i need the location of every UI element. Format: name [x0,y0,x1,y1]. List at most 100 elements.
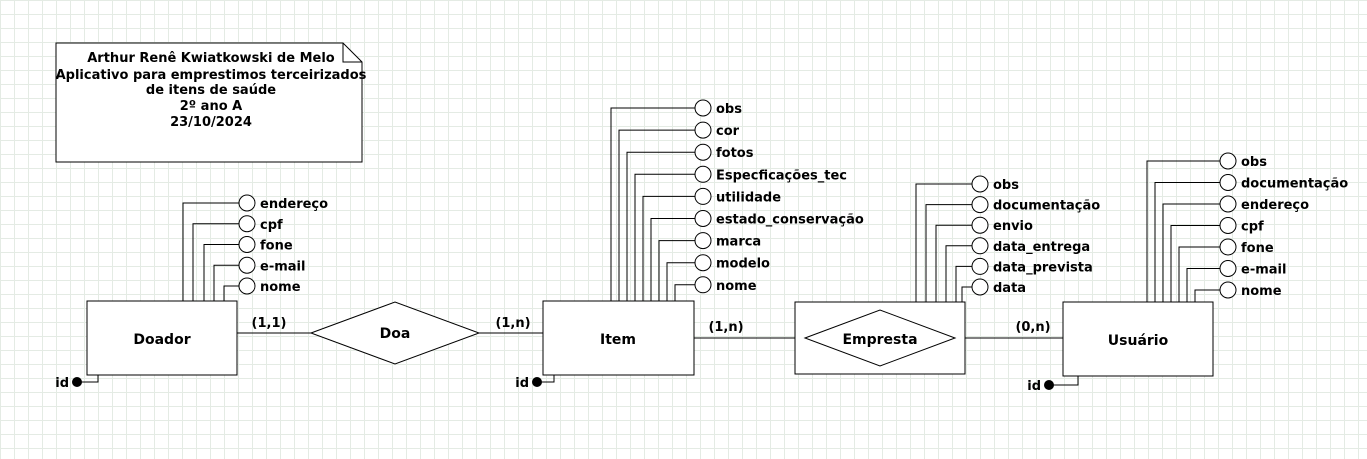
attribute-circle-icon [1219,281,1237,299]
attribute-label: documentação [1241,177,1348,192]
attribute-connector [961,286,972,302]
attribute-circle-icon [971,237,989,255]
attribute-label: obs [993,178,1019,193]
key-doador: id [55,375,99,391]
entity-usuario-label: Usuário [1108,333,1169,349]
attribute-connector [1146,160,1220,302]
attribute-label: documentação [993,199,1100,214]
attribute[interactable]: data_prevista [955,257,1093,302]
attribute-connector [192,223,239,301]
attribute[interactable]: fotos [626,143,754,301]
attribute-label: cpf [260,218,283,233]
attribute-circle-icon [1219,152,1237,170]
relationship-doa[interactable]: Doa [309,301,481,365]
attribute-circle-icon [238,215,256,233]
attribute-connector [1194,289,1220,302]
entity-item-label: Item [600,332,636,348]
attribute[interactable]: Especficações_tec [634,165,847,301]
attribute[interactable]: endereço [182,194,328,301]
key-item: id [515,375,555,391]
attribute[interactable]: marca [658,232,761,301]
attributes-empresta: obs documentação envio data_entregadata_pre… [915,175,1100,302]
attribute-label: fone [260,239,293,254]
attribute-connector [223,285,239,301]
attribute-circle-icon [694,276,712,294]
attribute[interactable]: envio [935,216,1033,302]
attribute-label: modelo [716,257,770,272]
attribute-connector [626,151,695,301]
attribute[interactable]: nome [674,276,757,301]
attribute[interactable]: obs [1146,152,1267,302]
attribute[interactable]: utilidade [642,187,781,301]
attribute-circle-icon [971,196,989,214]
attribute-connector [650,218,695,301]
attribute-connector [658,240,695,301]
attribute-connector [945,245,972,302]
relationship-empresta-label: Empresta [842,332,917,348]
attribute-label: obs [716,102,742,117]
attribute-circle-icon [694,143,712,161]
attribute-label: estado_conservação [716,213,864,228]
attribute-label: data [993,281,1026,296]
attribute-label: e-mail [1241,263,1286,278]
attribute-connector [674,284,695,301]
attribute-circle-icon [238,194,256,212]
attribute-circle-icon [1219,217,1237,234]
attribute-label: nome [260,280,301,295]
card-empresta-usuario: (0,n) [1015,320,1050,335]
attribute-connector [610,107,695,301]
attribute[interactable]: e-mail [1186,260,1286,303]
entity-usuario[interactable]: Usuário [1062,301,1214,377]
attribute-circle-icon [694,254,712,272]
entity-item[interactable]: Item [542,300,695,376]
attribute[interactable]: cpf [192,215,283,301]
attribute-circle-icon [1219,238,1237,256]
attribute-circle-icon [971,278,989,296]
associative-entity-empresta[interactable]: Empresta [794,301,966,375]
attribute-connector [182,202,239,301]
attribute[interactable]: fone [203,236,293,302]
attribute-label: envio [993,219,1033,234]
note[interactable]: Arthur Renê Kwiatkowski de Melo Aplicati… [55,42,367,163]
attribute[interactable]: obs [610,99,742,301]
attribute[interactable]: documentação [1154,174,1348,303]
attribute[interactable]: obs [915,175,1019,302]
attribute-label: endereço [1241,198,1309,213]
attribute-connector [1154,182,1220,302]
attribute[interactable]: modelo [666,254,770,301]
attribute-connector [1162,203,1220,302]
attribute-circle-icon [971,216,989,234]
attribute[interactable]: cpf [1170,217,1264,303]
attribute[interactable]: nome [1194,281,1282,302]
attribute[interactable]: fone [1178,238,1274,302]
card-item-empresta: (1,n) [708,320,743,335]
note-line-author: Arthur Renê Kwiatkowski de Melo [87,51,335,66]
card-doador-doa: (1,1) [252,316,287,331]
attribute[interactable]: nome [223,277,301,301]
attribute-label: nome [1241,284,1282,299]
attribute-circle-icon [1219,195,1237,213]
attribute-circle-icon [1219,174,1237,191]
entity-doador[interactable]: Doador [86,300,238,376]
note-line-project-cont: de itens de saúde [146,83,276,98]
key-usuario-label: id [1027,379,1041,394]
attribute[interactable]: documentação [925,196,1100,302]
attribute-connector [642,195,695,301]
attribute-circle-icon [971,175,989,193]
attribute-connector [1186,268,1220,302]
attribute-connector [925,204,972,302]
attribute[interactable]: cor [618,121,740,301]
attribute[interactable]: data_entrega [945,237,1090,302]
attribute[interactable]: data [961,278,1026,302]
attribute-label: cor [716,124,740,139]
connections [237,332,1063,339]
attribute[interactable]: estado_conservação [650,210,864,302]
attribute-label: nome [716,279,757,294]
attribute[interactable]: e-mail [213,256,305,301]
attribute-label: Especficações_tec [716,168,847,183]
attribute[interactable]: endereço [1162,195,1309,302]
card-doa-item: (1,n) [495,316,530,331]
